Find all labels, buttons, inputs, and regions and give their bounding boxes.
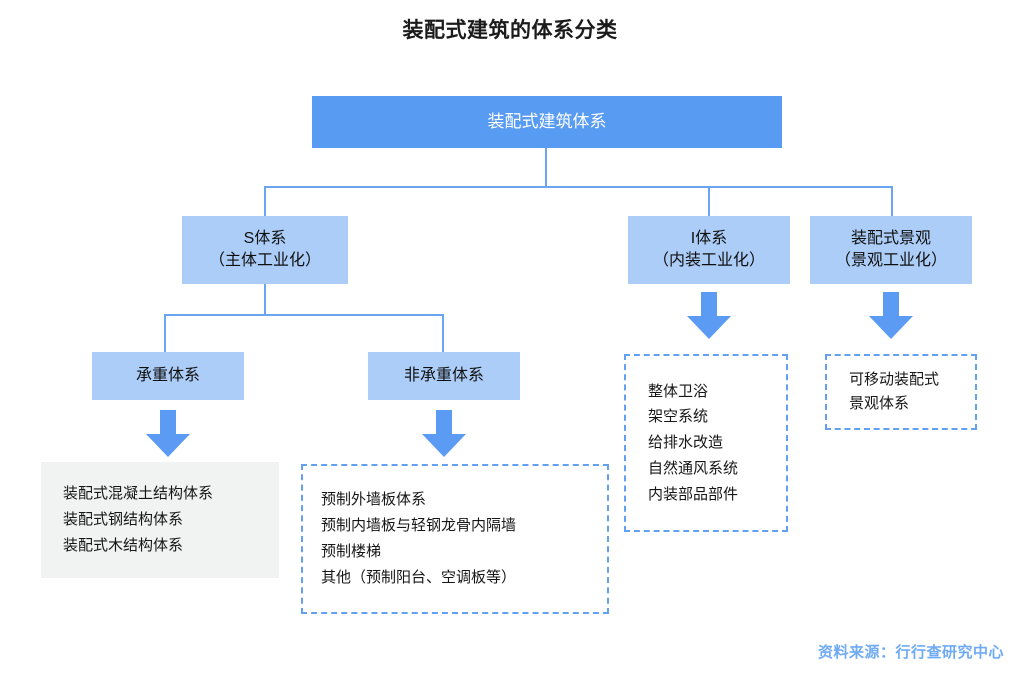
- node-landscape-system-line2: （景观工业化）: [834, 252, 947, 269]
- connector-level2-bus: [264, 186, 893, 188]
- panel-interior-systems: 整体卫浴 架空系统 给排水改造 自然通风系统 内装部品部件: [624, 354, 788, 532]
- panel-non-bearing-item-3: 预制楼梯: [321, 543, 382, 560]
- panel-interior-item-4: 自然通风系统: [648, 459, 739, 477]
- panel-interior-item-3: 给排水改造: [648, 434, 724, 452]
- source-attribution: 资料来源：行行查研究中心: [817, 644, 1004, 661]
- connector-to-s-system: [264, 186, 266, 216]
- panel-bearing-item-3: 装配式木结构体系: [63, 536, 184, 554]
- panel-landscape-item-1-cont: 景观体系: [849, 395, 910, 412]
- panel-interior-item-2: 架空系统: [648, 408, 709, 426]
- panel-non-bearing-item-4: 其他（预制阳台、空调板等）: [321, 568, 517, 586]
- node-s-system[interactable]: S体系 （主体工业化）: [182, 216, 348, 284]
- arrow-down-interior: [686, 292, 732, 340]
- node-bearing-system-label: 承重体系: [135, 366, 200, 384]
- node-s-system-line2: （主体工业化）: [208, 252, 321, 269]
- panel-interior-item-1: 整体卫浴: [648, 382, 709, 400]
- panel-bearing-systems: 装配式混凝土结构体系 装配式钢结构体系 装配式木结构体系: [41, 462, 279, 578]
- panel-bearing-item-2: 装配式钢结构体系: [63, 511, 184, 529]
- connector-root-stem: [545, 148, 547, 187]
- arrow-down-non-bearing: [421, 410, 467, 458]
- connector-to-non-bearing: [442, 314, 444, 352]
- node-landscape-system[interactable]: 装配式景观 （景观工业化）: [810, 216, 972, 284]
- node-s-system-line1: S体系: [243, 229, 287, 247]
- node-root-label: 装配式建筑体系: [487, 112, 607, 132]
- connector-to-bearing: [164, 314, 166, 352]
- panel-bearing-item-1: 装配式混凝土结构体系: [63, 485, 214, 503]
- node-i-system-line2: （内装工业化）: [652, 252, 765, 269]
- node-landscape-system-line1: 装配式景观: [850, 229, 931, 247]
- connector-s-system-stem: [264, 284, 266, 315]
- page-title: 装配式建筑的体系分类: [402, 19, 618, 42]
- connector-to-i-system: [708, 186, 710, 216]
- arrow-down-landscape: [868, 292, 914, 340]
- connector-to-landscape-system: [891, 186, 893, 216]
- arrow-down-bearing: [145, 410, 191, 458]
- node-root-system[interactable]: 装配式建筑体系: [312, 96, 782, 148]
- panel-landscape-systems: 可移动装配式 景观体系: [825, 354, 977, 430]
- node-i-system[interactable]: I体系 （内装工业化）: [628, 216, 790, 284]
- panel-interior-item-5: 内装部品部件: [648, 485, 739, 503]
- panel-non-bearing-item-1: 预制外墙板体系: [321, 491, 427, 509]
- node-i-system-line1: I体系: [690, 229, 728, 247]
- panel-landscape-item-1: 可移动装配式: [849, 371, 940, 388]
- node-bearing-system[interactable]: 承重体系: [92, 352, 244, 400]
- panel-non-bearing-systems: 预制外墙板体系 预制内墙板与轻钢龙骨内隔墙 预制楼梯 其他（预制阳台、空调板等）: [301, 464, 609, 614]
- node-non-bearing-system-label: 非承重体系: [403, 366, 484, 384]
- panel-non-bearing-item-2: 预制内墙板与轻钢龙骨内隔墙: [321, 517, 517, 535]
- node-non-bearing-system[interactable]: 非承重体系: [368, 352, 520, 400]
- connector-level3-bus: [164, 314, 444, 316]
